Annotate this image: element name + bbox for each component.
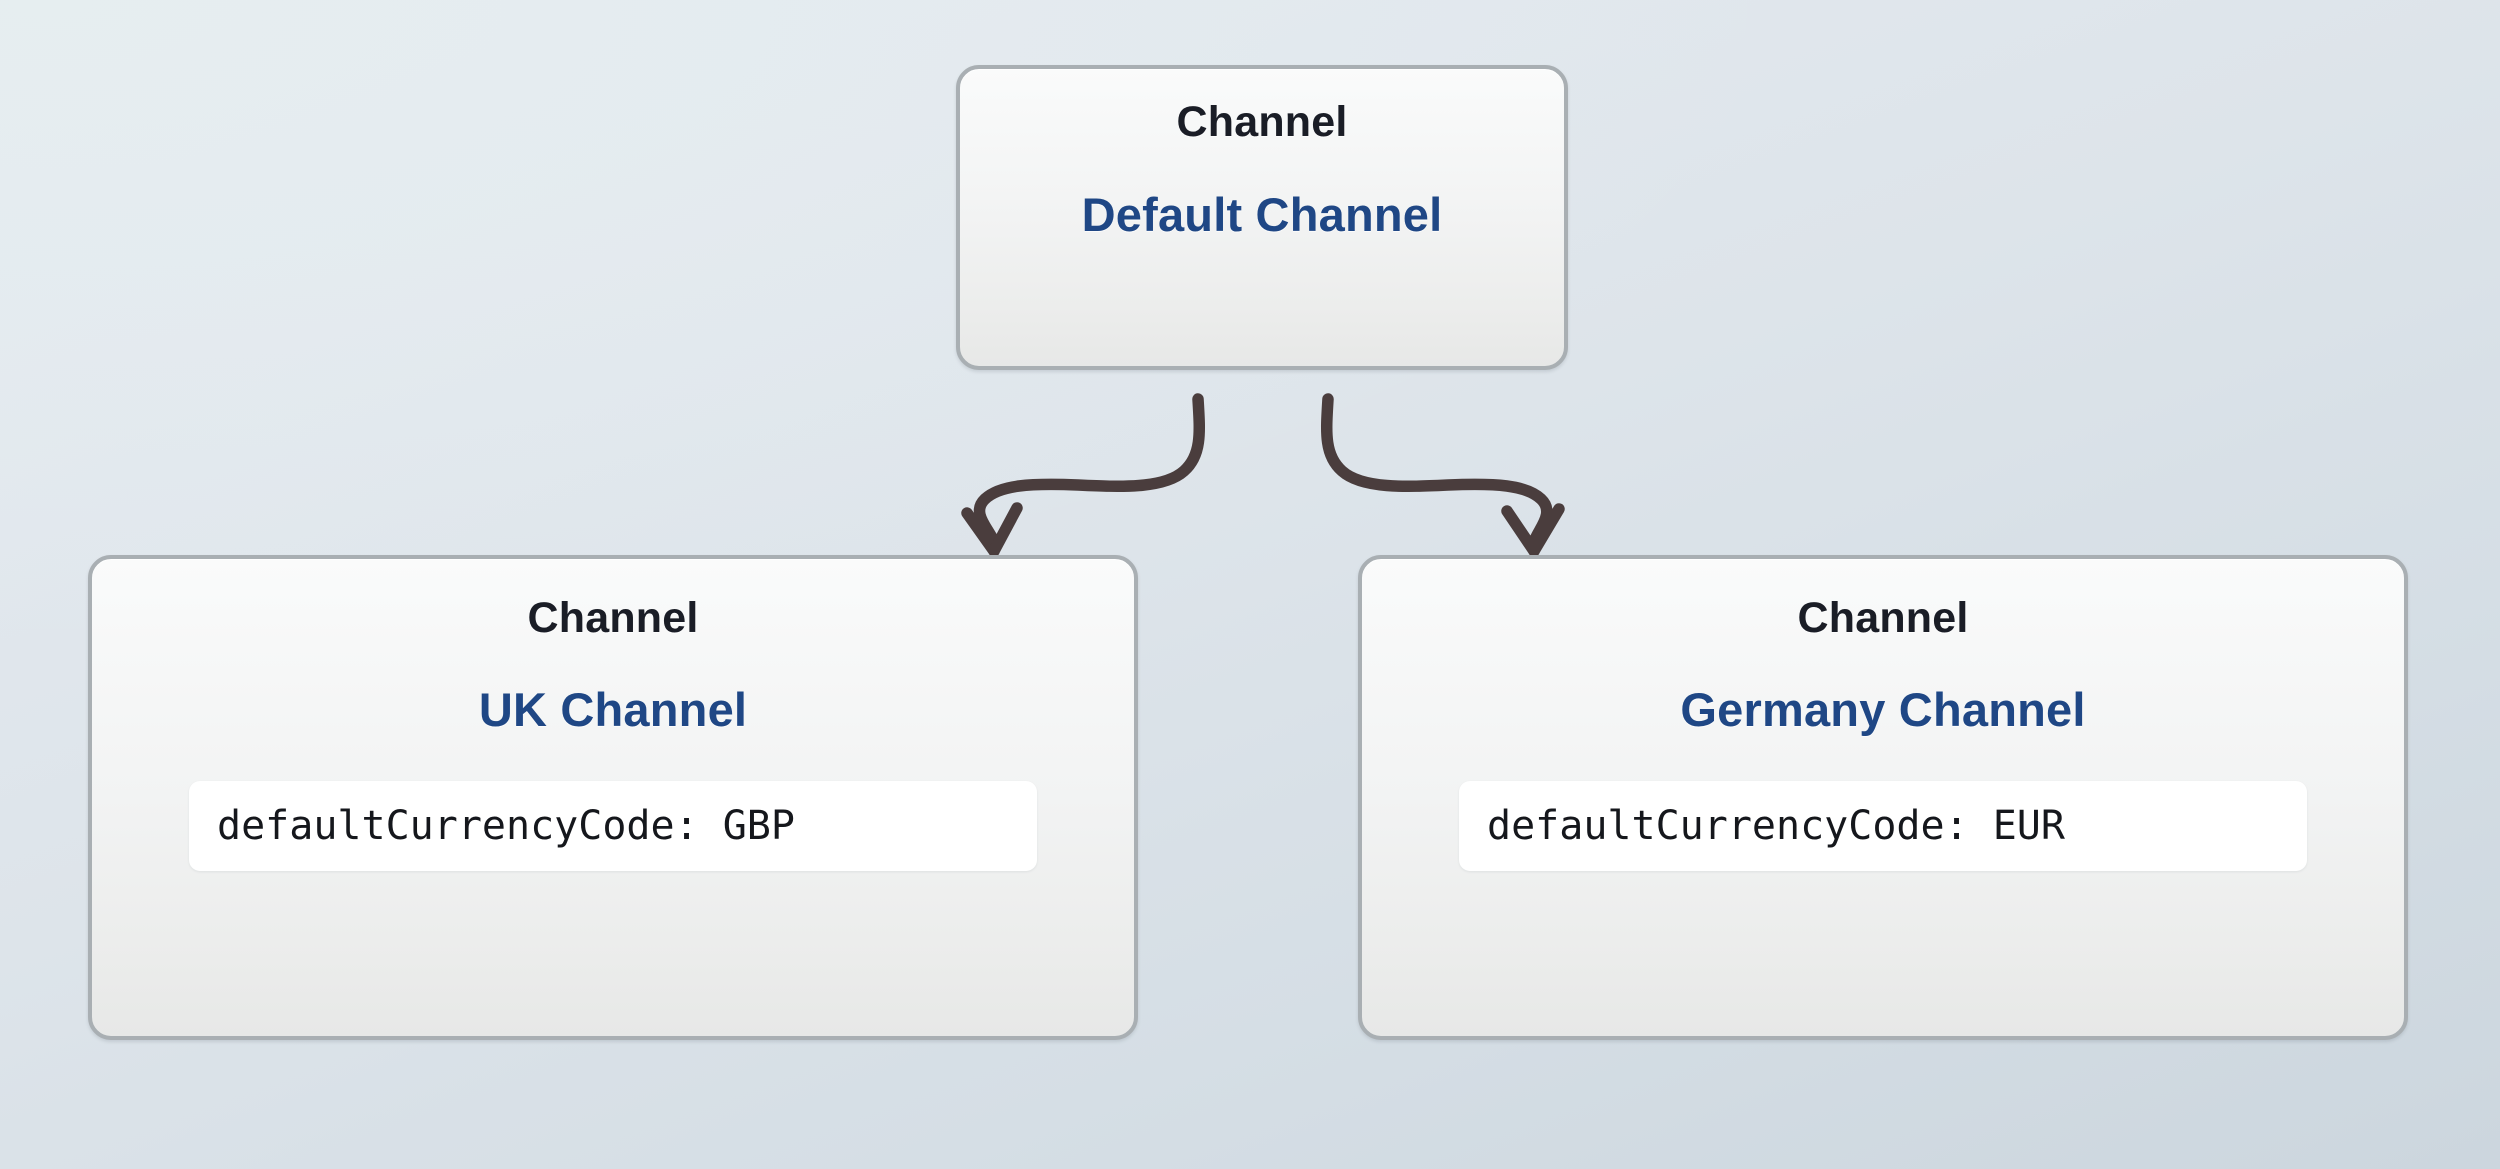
node-germany-channel[interactable]: Channel Germany Channel defaultCurrencyC… [1358,555,2408,1040]
node-property-chip: defaultCurrencyCode: GBP [189,781,1037,871]
edge-root-to-uk[interactable] [961,393,1206,557]
node-type-label: Channel [527,594,699,642]
node-name-label: Germany Channel [1680,683,2086,736]
node-uk-channel[interactable]: Channel UK Channel defaultCurrencyCode: … [88,555,1138,1040]
node-default-channel[interactable]: Channel Default Channel [956,65,1568,370]
node-type-label: Channel [1797,594,1969,642]
node-type-label: Channel [1176,98,1348,146]
edge-root-to-germany[interactable] [1320,393,1565,557]
node-name-label: UK Channel [478,683,748,736]
node-property-chip: defaultCurrencyCode: EUR [1459,781,2307,871]
node-name-label: Default Channel [1081,188,1443,241]
